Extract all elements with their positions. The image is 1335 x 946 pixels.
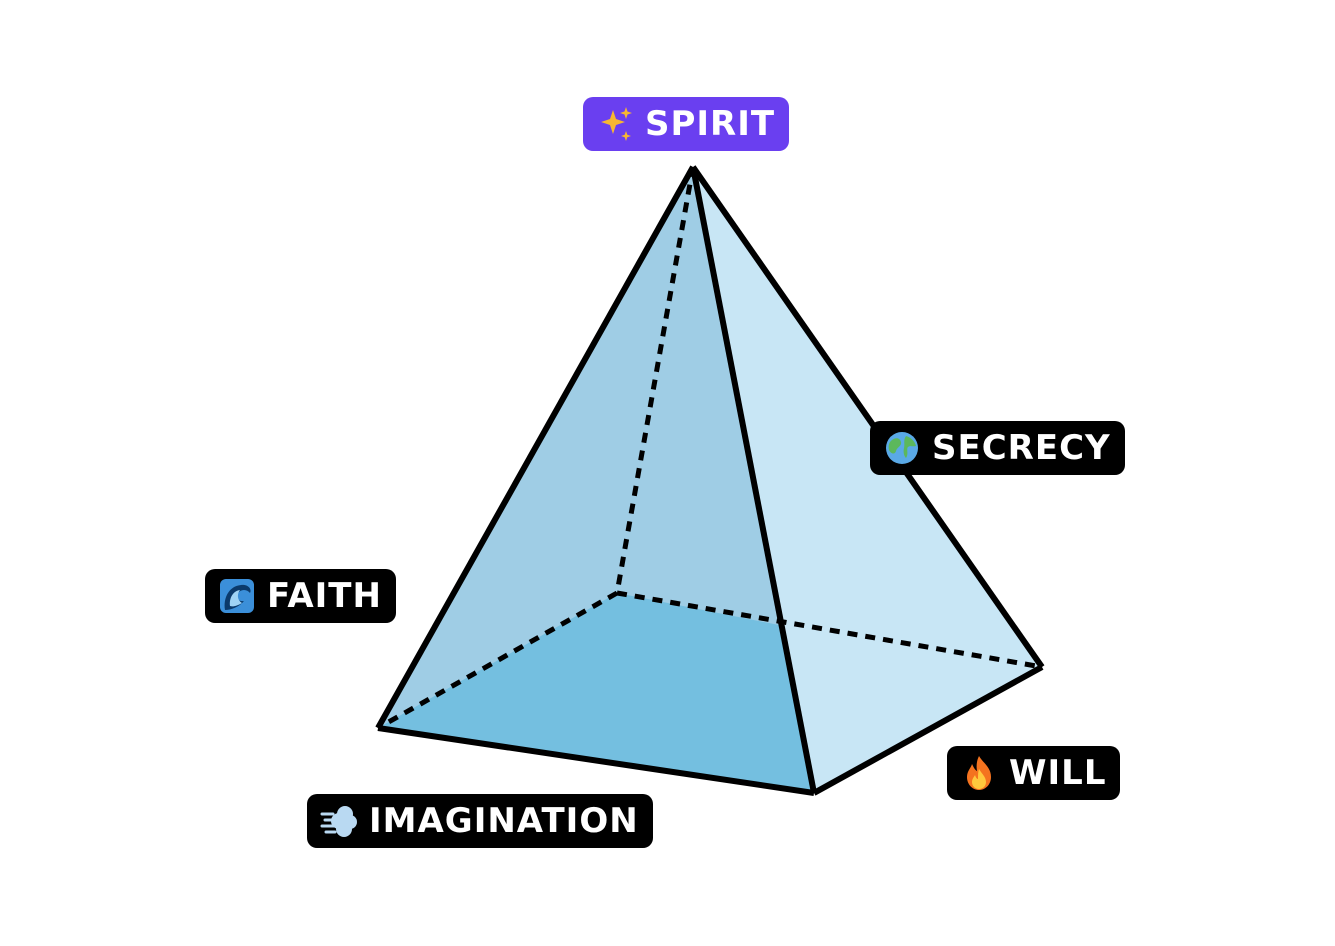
globe-icon [882,428,922,468]
fire-icon [959,753,999,793]
edge-apex-left [375,165,696,730]
imagination-text: IMAGINATION [369,801,639,841]
edge-apex-front [690,166,817,794]
spirit-text: SPIRIT [645,104,776,144]
right-face [693,167,1042,793]
sparkles-icon [595,104,635,144]
spirit-label: SPIRIT [583,97,790,151]
hidden-edge-apex-back [614,166,696,594]
edge-left-front [377,725,815,796]
imagination-label: IMAGINATION [307,794,653,848]
will-text: WILL [1009,753,1107,793]
wind-icon [319,801,359,841]
will-label: WILL [947,746,1121,800]
edge-front-right [812,664,1044,796]
edge-apex-right [690,165,1045,669]
faith-text: FAITH [267,576,382,616]
faith-label: FAITH [205,569,396,623]
secrecy-text: SECRECY [932,428,1111,468]
secrecy-label: SECRECY [870,421,1125,475]
hidden-edge-back-left [376,590,619,731]
wave-icon [217,576,257,616]
